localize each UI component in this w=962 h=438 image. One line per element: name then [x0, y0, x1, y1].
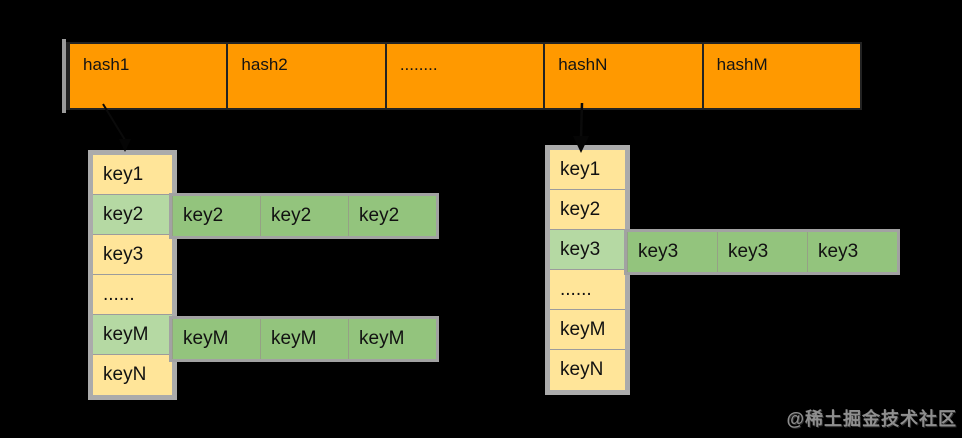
chain-cell: key2	[348, 196, 436, 236]
left-bucket-column: key1 key2 key3 ...... keyM keyN	[88, 150, 177, 400]
hash-cell: ........	[384, 44, 543, 108]
right-key3-chain: key3 key3 key3	[624, 229, 900, 275]
hash-cell: hashN	[543, 44, 701, 108]
hash-cell: hash2	[226, 44, 384, 108]
hash-cell: hashM	[701, 44, 860, 108]
chain-cell: key3	[627, 232, 717, 272]
bucket-cell: key1	[93, 155, 172, 195]
chain-cell: keyM	[260, 319, 348, 359]
chain-cell: key3	[807, 232, 897, 272]
bucket-cell: ......	[550, 270, 625, 310]
bucket-cell: keyM	[550, 310, 625, 350]
chain-cell: key2	[260, 196, 348, 236]
bucket-cell: key3	[550, 230, 625, 270]
chain-cell: keyM	[172, 319, 260, 359]
chain-cell: key3	[717, 232, 807, 272]
right-bucket-column: key1 key2 key3 ...... keyM keyN	[545, 145, 630, 395]
hash-cell: hash1	[68, 44, 226, 108]
arrow-hash1-to-left-bucket	[102, 103, 131, 152]
bucket-cell: keyN	[93, 355, 172, 395]
hash-row: hash1 hash2 ........ hashN hashM	[66, 42, 862, 110]
chain-cell: keyM	[348, 319, 436, 359]
left-key2-chain: key2 key2 key2	[169, 193, 439, 239]
bucket-cell: key3	[93, 235, 172, 275]
hash-row-left-handle	[62, 39, 66, 113]
watermark: @稀土掘金技术社区	[786, 409, 957, 429]
bucket-cell: ......	[93, 275, 172, 315]
bucket-cell: key2	[93, 195, 172, 235]
chain-cell: key2	[172, 196, 260, 236]
bucket-cell: keyM	[93, 315, 172, 355]
bucket-cell: key2	[550, 190, 625, 230]
bucket-cell: key1	[550, 150, 625, 190]
left-keym-chain: keyM keyM keyM	[169, 316, 439, 362]
bucket-cell: keyN	[550, 350, 625, 390]
